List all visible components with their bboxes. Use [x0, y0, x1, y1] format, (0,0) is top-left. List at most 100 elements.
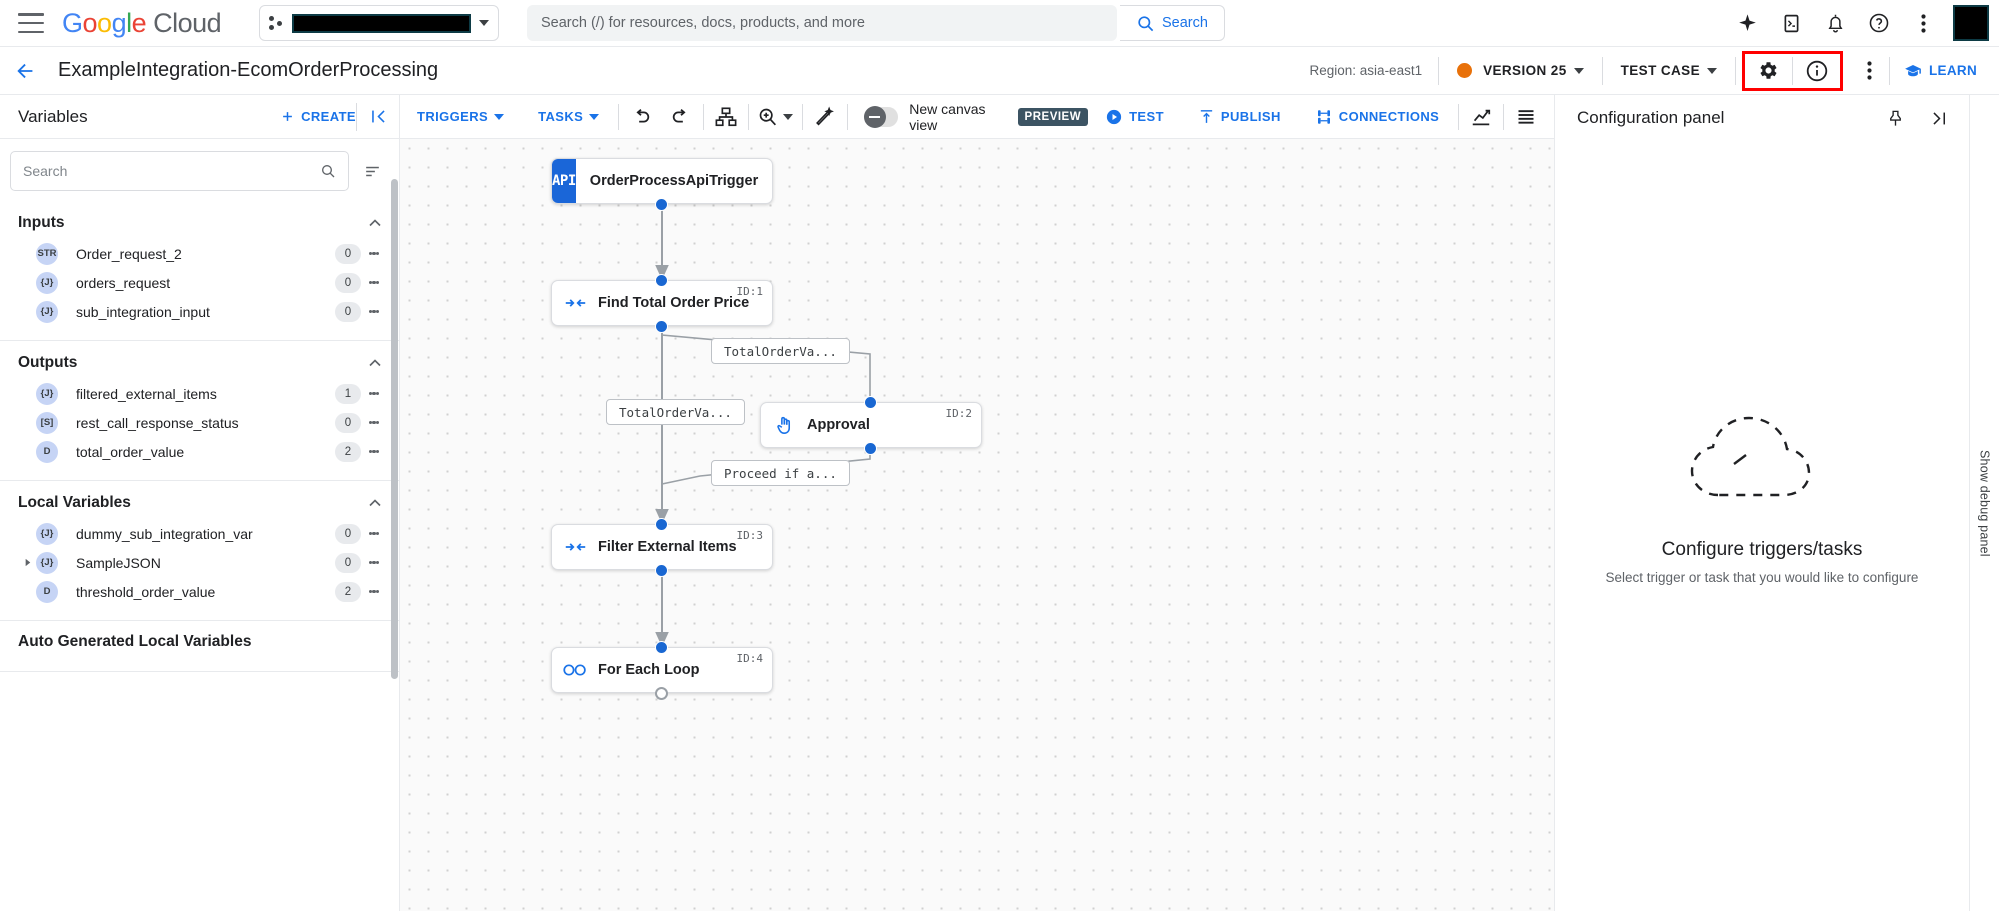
group-header[interactable]: Outputs: [0, 341, 399, 379]
chevron-up-icon[interactable]: [365, 353, 385, 373]
new-canvas-view-toggle[interactable]: [863, 105, 899, 128]
row-more-icon[interactable]: [361, 449, 387, 455]
node-input-port[interactable]: [655, 518, 668, 531]
edge-label[interactable]: Proceed if a...: [711, 460, 850, 486]
chevron-down-icon: [494, 113, 505, 120]
configuration-panel: Configuration panel Configure triggers/t…: [1554, 95, 1969, 911]
version-status-dot: [1457, 63, 1473, 78]
row-more-icon[interactable]: [361, 420, 387, 426]
more-vert-icon[interactable]: [1849, 51, 1889, 91]
chevron-up-icon[interactable]: [365, 493, 385, 513]
tasks-menu[interactable]: TASKS: [521, 109, 616, 124]
row-more-icon[interactable]: [361, 309, 387, 315]
flow-node-api-trigger[interactable]: API OrderProcessApiTrigger: [551, 158, 773, 204]
divider: [1438, 56, 1440, 85]
settings-gear-icon[interactable]: [1745, 51, 1792, 91]
pin-icon[interactable]: [1873, 96, 1917, 140]
main-area: Variables CREATE Search: [0, 95, 1999, 911]
variable-type-badge: {J}: [36, 300, 58, 323]
project-name-redacted: [292, 13, 472, 33]
expand-right-icon[interactable]: [18, 557, 36, 568]
test-button[interactable]: TEST: [1088, 108, 1181, 126]
show-debug-panel-rail[interactable]: Show debug panel: [1969, 95, 1999, 911]
divider: [747, 103, 749, 130]
cloud-shell-icon[interactable]: [1771, 3, 1811, 43]
help-question-icon[interactable]: [1859, 3, 1899, 43]
search-input[interactable]: Search (/) for resources, docs, products…: [527, 5, 1117, 41]
collapse-left-icon[interactable]: [357, 107, 399, 126]
back-arrow-icon[interactable]: [14, 59, 38, 83]
redo-icon[interactable]: [661, 95, 701, 139]
triggers-menu[interactable]: TRIGGERS: [400, 109, 521, 124]
flow-node-for-each-loop[interactable]: For Each Loop ID:4: [551, 647, 773, 693]
user-avatar[interactable]: [1953, 5, 1989, 41]
node-input-port[interactable]: [864, 396, 877, 409]
node-input-port[interactable]: [655, 274, 668, 287]
tasks-label: TASKS: [538, 109, 584, 124]
undo-icon[interactable]: [621, 95, 661, 139]
node-id: ID:2: [945, 407, 973, 420]
zoom-in-icon[interactable]: [751, 95, 800, 139]
node-output-port[interactable]: [864, 442, 877, 455]
learn-button[interactable]: LEARN: [1890, 62, 1999, 80]
search-button[interactable]: Search: [1120, 5, 1225, 41]
more-vert-icon[interactable]: [1903, 3, 1943, 43]
logs-list-icon[interactable]: [1506, 95, 1546, 139]
group-header[interactable]: Auto Generated Local Variables: [0, 621, 399, 657]
variables-scrollbar[interactable]: [391, 179, 398, 679]
edge-label[interactable]: TotalOrderVa...: [711, 338, 850, 364]
node-output-port[interactable]: [655, 687, 668, 700]
variable-name: rest_call_response_status: [76, 414, 239, 431]
project-selector[interactable]: [259, 5, 500, 41]
create-variable-button[interactable]: CREATE: [280, 109, 356, 124]
row-more-icon[interactable]: [361, 589, 387, 595]
divider: [1792, 56, 1793, 85]
magic-wand-icon[interactable]: [805, 95, 845, 139]
edge-label[interactable]: TotalOrderVa...: [606, 399, 745, 425]
hamburger-menu-icon[interactable]: [18, 13, 44, 33]
notifications-bell-icon[interactable]: [1815, 3, 1855, 43]
connections-button[interactable]: CONNECTIONS: [1298, 108, 1456, 126]
gemini-spark-icon[interactable]: [1727, 3, 1767, 43]
group-header[interactable]: Inputs: [0, 201, 399, 239]
integration-flow-canvas[interactable]: API OrderProcessApiTrigger Find Total Or…: [400, 139, 1554, 911]
variables-search-input[interactable]: Search: [10, 151, 349, 191]
row-more-icon[interactable]: [361, 531, 387, 537]
node-output-port[interactable]: [655, 320, 668, 333]
node-output-port[interactable]: [655, 564, 668, 577]
node-output-port[interactable]: [655, 198, 668, 211]
info-circle-icon[interactable]: [1793, 51, 1840, 91]
row-more-icon[interactable]: [361, 391, 387, 397]
group-header[interactable]: Local Variables: [0, 481, 399, 519]
test-case-selector[interactable]: TEST CASE: [1603, 63, 1735, 78]
divider: [1458, 103, 1460, 130]
publish-button[interactable]: PUBLISH: [1181, 108, 1298, 125]
version-selector[interactable]: VERSION 25: [1439, 63, 1602, 78]
variables-group-local: Local Variables {J}dummy_sub_integration…: [0, 481, 399, 621]
flow-node-approval[interactable]: Approval ID:2: [760, 402, 982, 448]
row-more-icon[interactable]: [361, 280, 387, 286]
analytics-chart-icon[interactable]: [1461, 95, 1501, 139]
canvas-area: TRIGGERS TASKS: [400, 95, 1554, 911]
data-mapping-icon: [552, 294, 598, 312]
row-more-icon[interactable]: [361, 560, 387, 566]
integration-title-bar: ExampleIntegration-EcomOrderProcessing R…: [0, 47, 1999, 95]
google-cloud-logo[interactable]: Google Cloud: [62, 7, 222, 38]
chevron-up-icon[interactable]: [365, 213, 385, 233]
expand-right-icon[interactable]: [1917, 96, 1961, 140]
variable-count: 1: [335, 383, 361, 404]
auto-layout-icon[interactable]: [706, 95, 746, 139]
node-input-port[interactable]: [655, 641, 668, 654]
sort-filter-icon[interactable]: [359, 158, 385, 184]
node-id: ID:1: [736, 285, 764, 298]
row-more-icon[interactable]: [361, 251, 387, 257]
